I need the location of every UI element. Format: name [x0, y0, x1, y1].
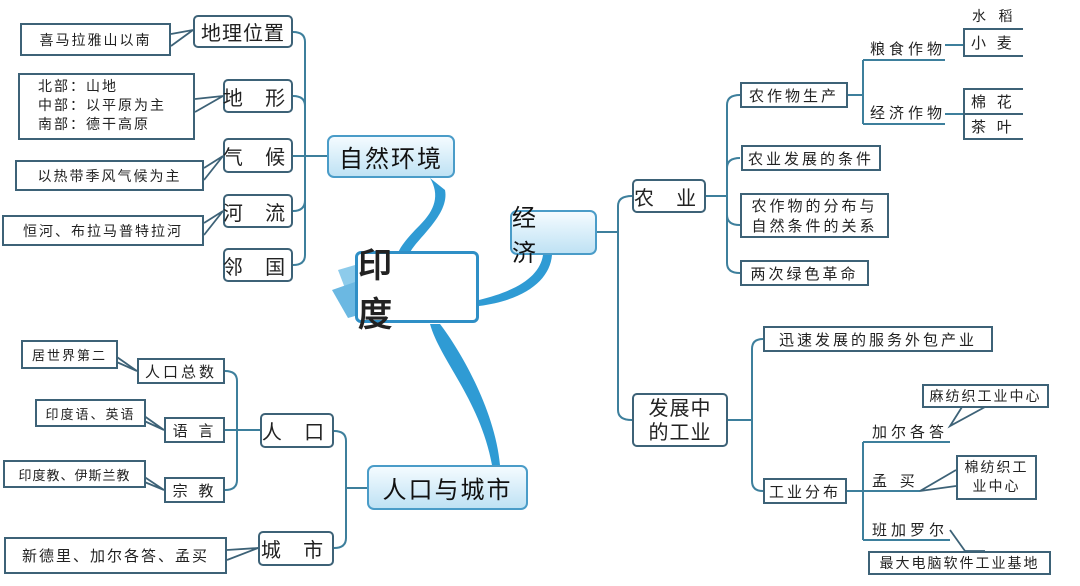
node-crop-production: 农作物生产 — [740, 82, 848, 108]
node-industry: 发展中 的工业 — [632, 393, 728, 447]
note-climate: 以热带季风气候为主 — [15, 160, 204, 191]
mumbai-note-line1: 棉纺织工 — [964, 459, 1029, 476]
node-people: 人 口 — [260, 413, 334, 448]
note-religion: 印度教、伊斯兰教 — [3, 460, 146, 488]
industry-line1: 发展中 — [648, 396, 712, 420]
node-crop-distribution: 农作物的分布与 自然条件的关系 — [740, 193, 889, 238]
node-agriculture: 农 业 — [632, 179, 706, 213]
node-location: 地理位置 — [193, 15, 293, 48]
city-kolkata: 加尔各答 — [872, 423, 949, 441]
branch-population-cities: 人口与城市 — [367, 465, 528, 510]
crop-distribution-line2: 自然条件的关系 — [751, 216, 878, 235]
crop-wheat: 小 麦 — [963, 28, 1023, 57]
node-agri-conditions: 农业发展的条件 — [741, 145, 881, 171]
node-industry-distribution: 工业分布 — [763, 478, 847, 504]
note-terrain: 北部：山地 中部：以平原为主 南部：德干高原 — [18, 73, 195, 140]
node-outsourcing: 迅速发展的服务外包产业 — [763, 326, 993, 352]
crop-distribution-line1: 农作物的分布与 — [751, 196, 878, 215]
crop-tea: 茶 叶 — [963, 113, 1023, 140]
note-rivers: 恒河、布拉马普特拉河 — [2, 215, 204, 246]
note-bangalore: 最大电脑软件工业基地 — [868, 551, 1051, 575]
node-total-population: 人口总数 — [137, 358, 225, 384]
note-language: 印度语、英语 — [35, 399, 146, 427]
node-rivers: 河 流 — [223, 194, 293, 228]
mumbai-note-line2: 业中心 — [972, 478, 1021, 495]
branch-economy: 经 济 — [510, 204, 597, 267]
note-total-population: 居世界第二 — [21, 340, 118, 369]
cash-crops-label: 经济作物 — [870, 104, 947, 122]
branch-natural-environment: 自然环境 — [327, 135, 455, 178]
food-crops-label: 粮食作物 — [870, 40, 947, 58]
node-climate: 气 候 — [223, 138, 293, 173]
node-cities: 城 市 — [258, 531, 334, 566]
note-kolkata: 麻纺织工业中心 — [922, 384, 1049, 408]
node-language: 语 言 — [164, 417, 225, 443]
node-religion: 宗 教 — [164, 477, 225, 503]
crop-rice: 水 稻 — [972, 9, 1017, 25]
note-cities: 新德里、加尔各答、孟买 — [4, 537, 227, 574]
node-green-revolution: 两次绿色革命 — [740, 260, 869, 286]
central-topic-india: 印 度 — [355, 246, 479, 335]
crop-cotton: 棉 花 — [963, 88, 1023, 115]
industry-line2: 的工业 — [648, 420, 712, 444]
node-neighbors: 邻 国 — [223, 248, 293, 282]
city-mumbai: 孟 买 — [872, 472, 919, 490]
terrain-south: 南部：德干高原 — [38, 117, 150, 133]
note-location: 喜马拉雅山以南 — [20, 23, 171, 56]
node-terrain: 地 形 — [223, 79, 293, 113]
terrain-north: 北部：山地 — [38, 79, 118, 95]
city-bangalore: 班加罗尔 — [872, 521, 949, 539]
note-mumbai: 棉纺织工 业中心 — [956, 455, 1037, 500]
terrain-central: 中部：以平原为主 — [38, 98, 166, 114]
